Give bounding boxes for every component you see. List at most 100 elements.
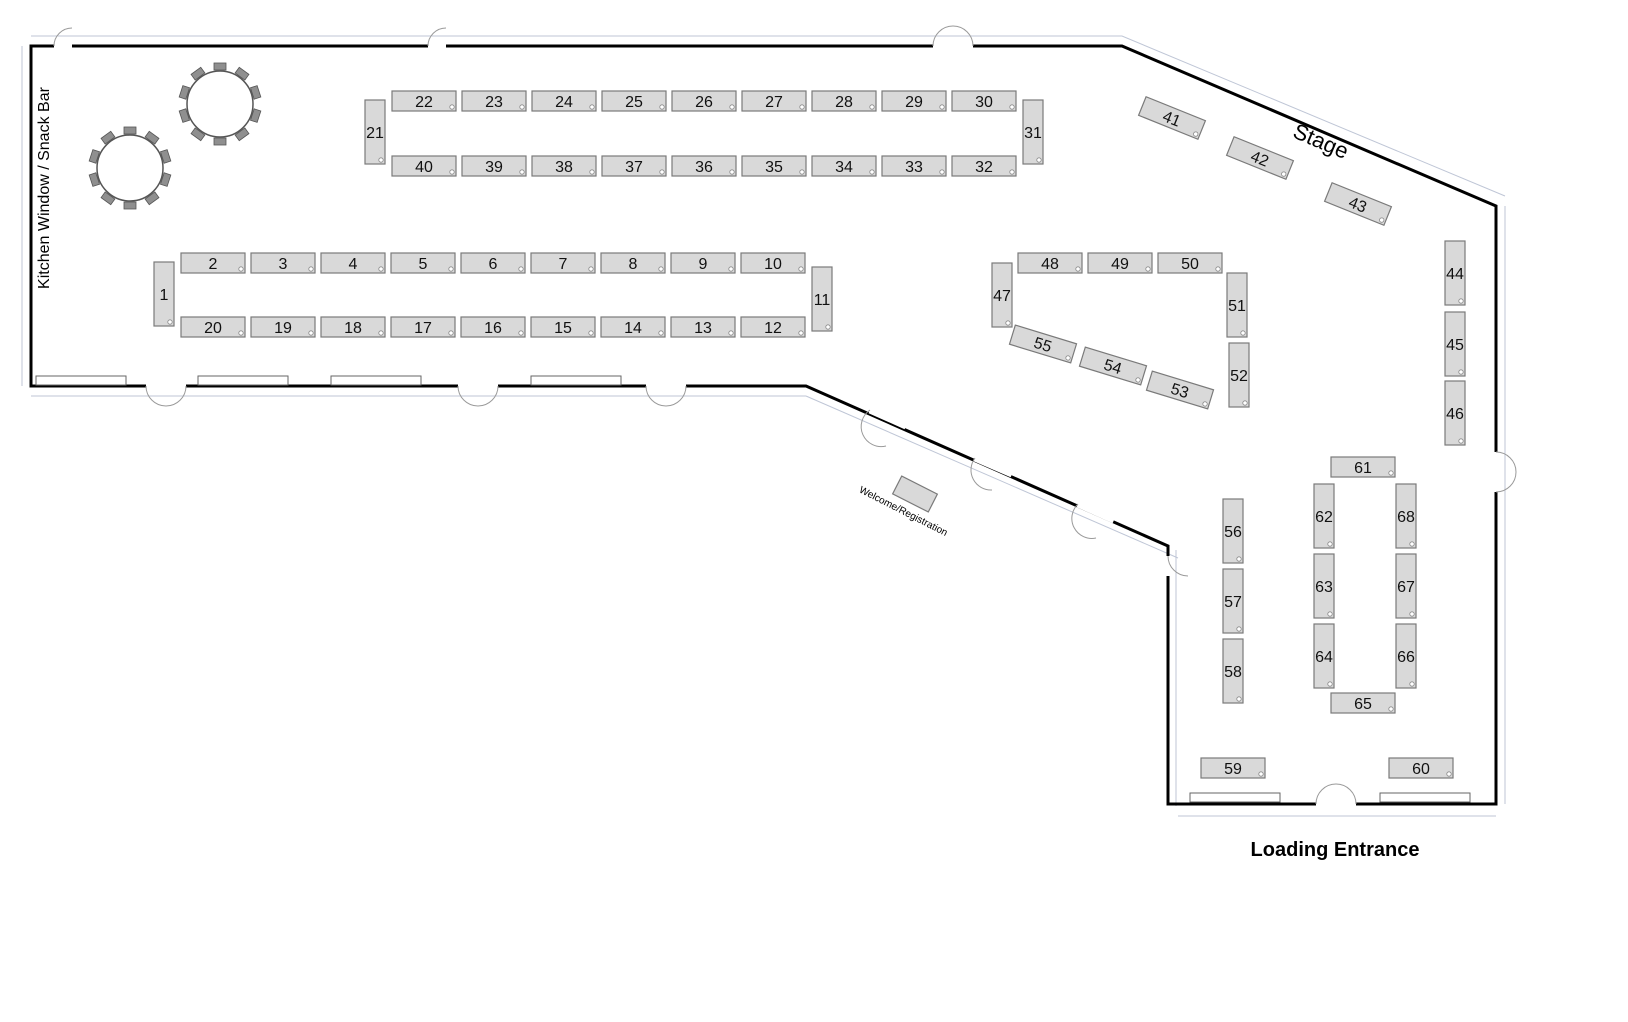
table-number: 9 [699, 256, 708, 273]
table-number: 23 [485, 94, 503, 111]
table-36[interactable]: 36 [671, 155, 737, 177]
table-64[interactable]: 64 [1313, 623, 1335, 689]
table-31[interactable]: 31 [1022, 99, 1044, 165]
table-12[interactable]: 12 [740, 316, 806, 338]
table-2[interactable]: 2 [180, 252, 246, 274]
table-27[interactable]: 27 [741, 90, 807, 112]
table-number: 13 [694, 320, 712, 337]
table-55[interactable]: 55 [1008, 324, 1078, 364]
table-54[interactable]: 54 [1078, 346, 1148, 386]
table-number: 6 [489, 256, 498, 273]
table-11[interactable]: 11 [811, 266, 833, 332]
round-table[interactable] [178, 62, 262, 146]
table-number: 64 [1315, 649, 1333, 666]
doors [53, 25, 1517, 808]
table-57[interactable]: 57 [1222, 568, 1244, 634]
table-67[interactable]: 67 [1395, 553, 1417, 619]
table-49[interactable]: 49 [1087, 252, 1153, 274]
table-60[interactable]: 60 [1388, 757, 1454, 779]
table-47[interactable]: 47 [991, 262, 1013, 328]
table-65[interactable]: 65 [1330, 692, 1396, 714]
table-68[interactable]: 68 [1395, 483, 1417, 549]
table-18[interactable]: 18 [320, 316, 386, 338]
table-7[interactable]: 7 [530, 252, 596, 274]
table-24[interactable]: 24 [531, 90, 597, 112]
table-40[interactable]: 40 [391, 155, 457, 177]
table-66[interactable]: 66 [1395, 623, 1417, 689]
table-44[interactable]: 44 [1444, 240, 1466, 306]
table-34[interactable]: 34 [811, 155, 877, 177]
table-52[interactable]: 52 [1228, 342, 1250, 408]
kitchen-label: Kitchen Window / Snack Bar [36, 86, 53, 289]
table-9[interactable]: 9 [670, 252, 736, 274]
table-25[interactable]: 25 [601, 90, 667, 112]
table-45[interactable]: 45 [1444, 311, 1466, 377]
loading-entrance-label: Loading Entrance [1251, 839, 1420, 861]
table-21[interactable]: 21 [364, 99, 386, 165]
table-number: 50 [1181, 256, 1199, 273]
table-16[interactable]: 16 [460, 316, 526, 338]
round-table[interactable] [88, 126, 172, 210]
table-number: 54 [1102, 357, 1124, 378]
table-4[interactable]: 4 [320, 252, 386, 274]
table-29[interactable]: 29 [881, 90, 947, 112]
table-20[interactable]: 20 [180, 316, 246, 338]
table-58[interactable]: 58 [1222, 638, 1244, 704]
table-number: 66 [1397, 649, 1415, 666]
table-19[interactable]: 19 [250, 316, 316, 338]
table-number: 45 [1446, 337, 1464, 354]
table-62[interactable]: 62 [1313, 483, 1335, 549]
table-14[interactable]: 14 [600, 316, 666, 338]
table-1[interactable]: 1 [153, 261, 175, 327]
table-number: 61 [1354, 460, 1372, 477]
table-number: 20 [204, 320, 222, 337]
table-32[interactable]: 32 [951, 155, 1017, 177]
table-number: 41 [1160, 108, 1183, 130]
table-50[interactable]: 50 [1157, 252, 1223, 274]
table-30[interactable]: 30 [951, 90, 1017, 112]
table-63[interactable]: 63 [1313, 553, 1335, 619]
table-number: 26 [695, 94, 713, 111]
table-42[interactable]: 42 [1225, 135, 1295, 181]
table-39[interactable]: 39 [461, 155, 527, 177]
welcome-registration-table[interactable] [891, 475, 939, 513]
table-6[interactable]: 6 [460, 252, 526, 274]
table-number: 29 [905, 94, 923, 111]
table-33[interactable]: 33 [881, 155, 947, 177]
table-number: 32 [975, 159, 993, 176]
table-61[interactable]: 61 [1330, 456, 1396, 478]
table-51[interactable]: 51 [1226, 272, 1248, 338]
table-17[interactable]: 17 [390, 316, 456, 338]
table-number: 5 [419, 256, 428, 273]
table-5[interactable]: 5 [390, 252, 456, 274]
table-number: 33 [905, 159, 923, 176]
table-23[interactable]: 23 [461, 90, 527, 112]
table-15[interactable]: 15 [530, 316, 596, 338]
table-number: 34 [835, 159, 853, 176]
table-59[interactable]: 59 [1200, 757, 1266, 779]
table-8[interactable]: 8 [600, 252, 666, 274]
table-3[interactable]: 3 [250, 252, 316, 274]
table-35[interactable]: 35 [741, 155, 807, 177]
table-number: 60 [1412, 761, 1430, 778]
stage-label: Stage [1290, 118, 1353, 163]
table-number: 43 [1346, 194, 1369, 216]
table-38[interactable]: 38 [531, 155, 597, 177]
table-56[interactable]: 56 [1222, 498, 1244, 564]
table-number: 52 [1230, 368, 1248, 385]
table-53[interactable]: 53 [1145, 370, 1215, 410]
table-28[interactable]: 28 [811, 90, 877, 112]
table-43[interactable]: 43 [1323, 181, 1393, 227]
table-number: 57 [1224, 594, 1242, 611]
table-13[interactable]: 13 [670, 316, 736, 338]
table-26[interactable]: 26 [671, 90, 737, 112]
table-number: 2 [209, 256, 218, 273]
table-number: 67 [1397, 579, 1415, 596]
table-number: 7 [559, 256, 568, 273]
table-46[interactable]: 46 [1444, 380, 1466, 446]
table-41[interactable]: 41 [1137, 95, 1207, 141]
table-22[interactable]: 22 [391, 90, 457, 112]
table-10[interactable]: 10 [740, 252, 806, 274]
table-48[interactable]: 48 [1017, 252, 1083, 274]
table-37[interactable]: 37 [601, 155, 667, 177]
